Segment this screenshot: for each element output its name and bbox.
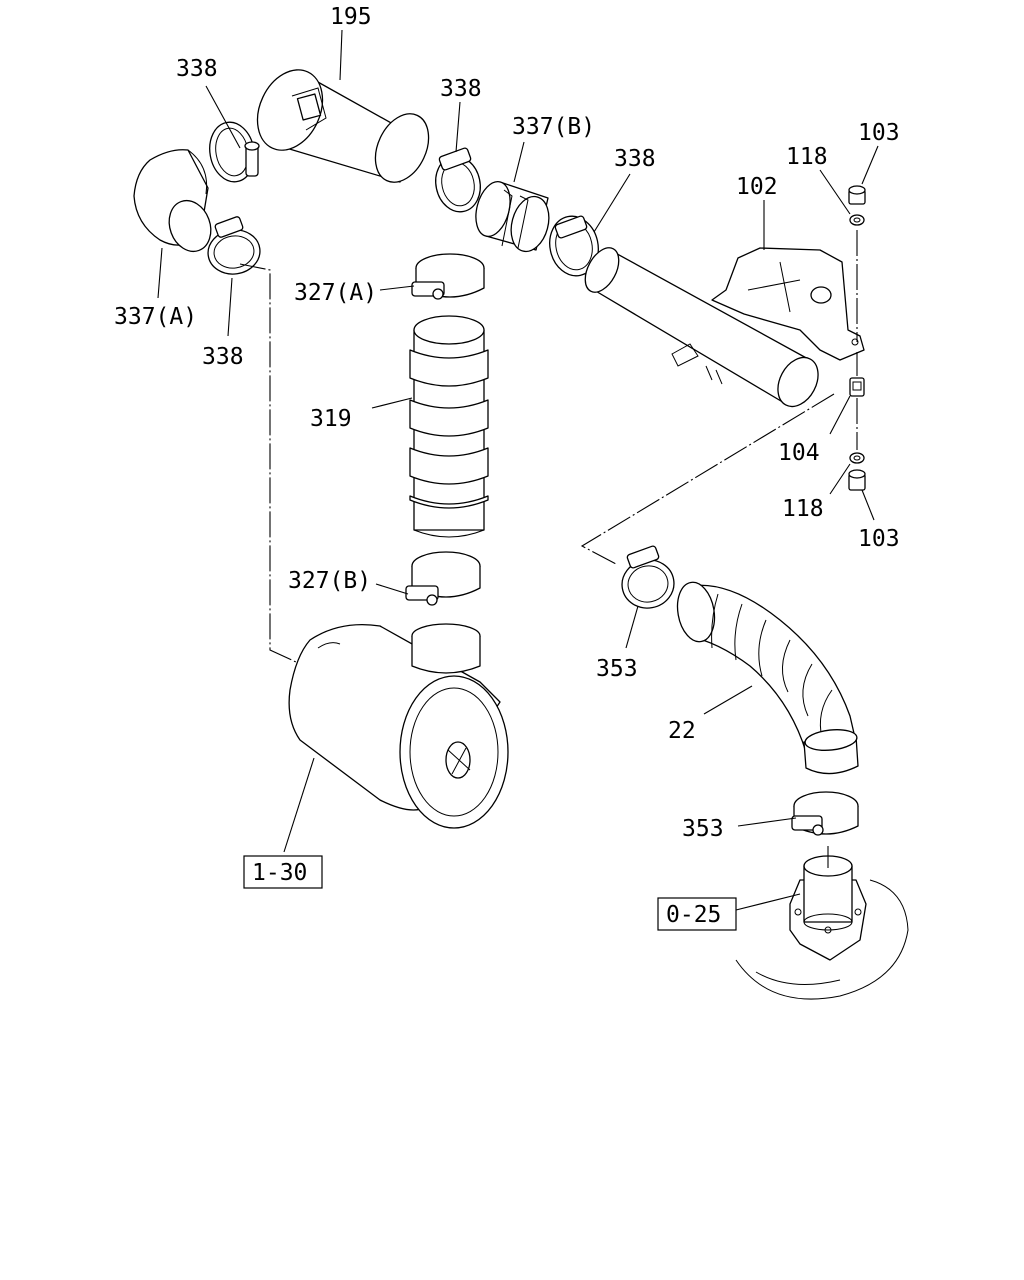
callout-337b: 337(B)	[512, 114, 595, 140]
part-319-hose	[409, 315, 489, 538]
reference-1-30-label: 1-30	[252, 860, 307, 886]
callout-104: 104	[778, 440, 820, 466]
part-353-clamp-a	[621, 545, 675, 609]
part-22-hose	[676, 581, 859, 775]
part-338-clamp-d	[549, 215, 599, 277]
callout-22: 22	[668, 718, 696, 744]
part-338-clamp-a	[209, 121, 260, 183]
connection-lines	[239, 263, 835, 868]
part-337b-hose	[475, 180, 550, 253]
part-air-cleaner	[288, 623, 509, 829]
callout-337a: 337(A)	[114, 304, 197, 330]
callout-353-lower: 353	[682, 816, 724, 842]
part-337a-elbow	[133, 149, 212, 253]
callout-327b: 327(B)	[288, 568, 371, 594]
callout-353-upper: 353	[596, 656, 638, 682]
part-195-pipe	[256, 69, 430, 183]
callout-118-top: 118	[786, 144, 828, 170]
part-338-clamp-c	[435, 147, 481, 213]
callout-327a: 327(A)	[294, 280, 377, 306]
callout-103-bottom: 103	[858, 526, 900, 552]
callout-195: 195	[330, 4, 372, 30]
leader-lines	[157, 29, 879, 911]
part-outlet-base	[735, 855, 909, 1000]
part-pipe-with-bracket	[584, 247, 819, 408]
reference-0-25-label: 0-25	[666, 902, 721, 928]
callout-338-lower-left: 338	[202, 344, 244, 370]
reference-0-25: 0-25	[657, 897, 737, 931]
part-327b-clamp	[405, 551, 481, 606]
part-338-clamp-b	[207, 216, 261, 275]
callout-103-top: 103	[858, 120, 900, 146]
reference-1-30: 1-30	[243, 855, 323, 889]
callout-338-upper-middle: 338	[440, 76, 482, 102]
part-hardware-stack	[848, 185, 866, 491]
callout-338-upper-left: 338	[176, 56, 218, 82]
callout-319: 319	[310, 406, 352, 432]
callout-338-upper-right: 338	[614, 146, 656, 172]
part-353-clamp-b	[791, 791, 859, 836]
part-327a-clamp	[411, 253, 485, 300]
part-102-bracket	[711, 247, 865, 361]
callout-102: 102	[736, 174, 778, 200]
callout-118-bottom: 118	[782, 496, 824, 522]
